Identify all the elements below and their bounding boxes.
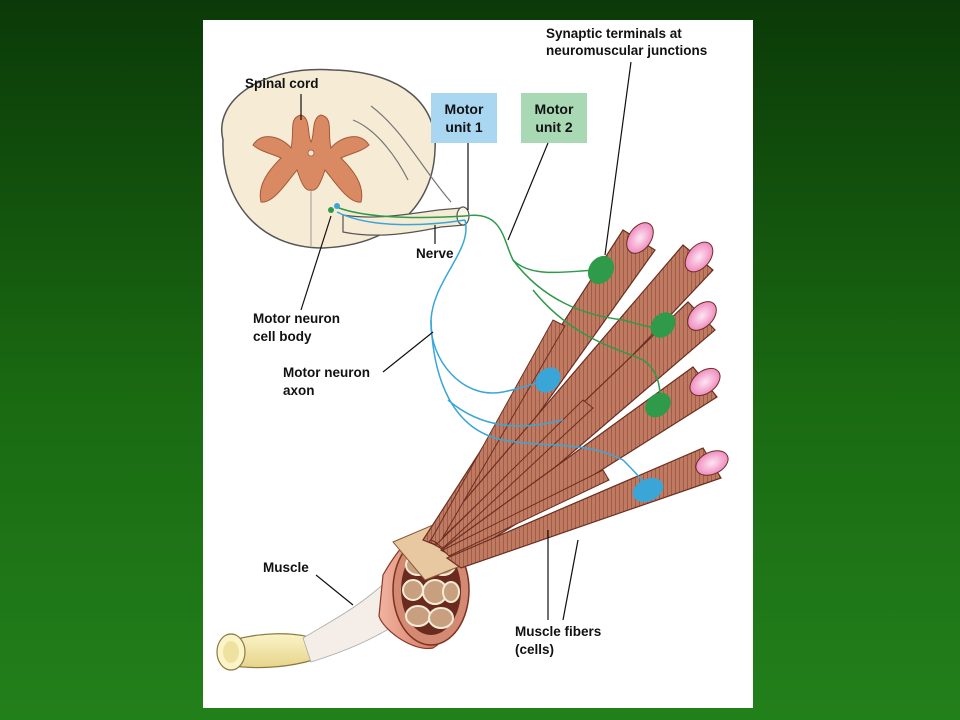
synaptic-terminals-unit-2 <box>587 255 676 418</box>
motor-unit-2-label-line1: Motor <box>535 101 574 117</box>
synaptic-terminals-label-line1: Synaptic terminals at <box>546 26 682 41</box>
motor-neuron-cell-body-label-line2: cell body <box>253 329 312 344</box>
motor-unit-1-axons <box>336 211 649 491</box>
muscle-label: Muscle <box>263 560 309 575</box>
motor-unit-2-box: Motor unit 2 <box>521 93 587 143</box>
synaptic-terminals-label-line2: neuromuscular junctions <box>546 43 707 58</box>
motor-unit-2-label-line2: unit 2 <box>535 119 573 135</box>
motor-unit-1-box: Motor unit 1 <box>431 93 497 143</box>
muscle-fibers <box>422 222 729 569</box>
motor-unit-1-label-line2: unit 1 <box>445 119 483 135</box>
synaptic-terminals-unit-1 <box>535 367 664 503</box>
motor-unit-diagram: Motor unit 1 Motor unit 2 Synaptic termi… <box>216 26 729 671</box>
muscle-fiber-3 <box>433 301 717 556</box>
diagram-panel: Motor unit 1 Motor unit 2 Synaptic termi… <box>203 20 753 708</box>
motor-unit-1-label-line1: Motor <box>445 101 484 117</box>
motor-neuron-axon-label-line1: Motor neuron <box>283 365 370 380</box>
muscle-bundle <box>216 524 470 671</box>
motor-neuron-cell-body-label-line1: Motor neuron <box>253 311 340 326</box>
nerve-label: Nerve <box>416 246 454 261</box>
spinal-cord-label: Spinal cord <box>245 76 319 91</box>
muscle-fibers-label-line2: (cells) <box>515 642 554 657</box>
muscle-fibers-label-line1: Muscle fibers <box>515 624 601 639</box>
motor-neuron-axon-label-line2: axon <box>283 383 315 398</box>
